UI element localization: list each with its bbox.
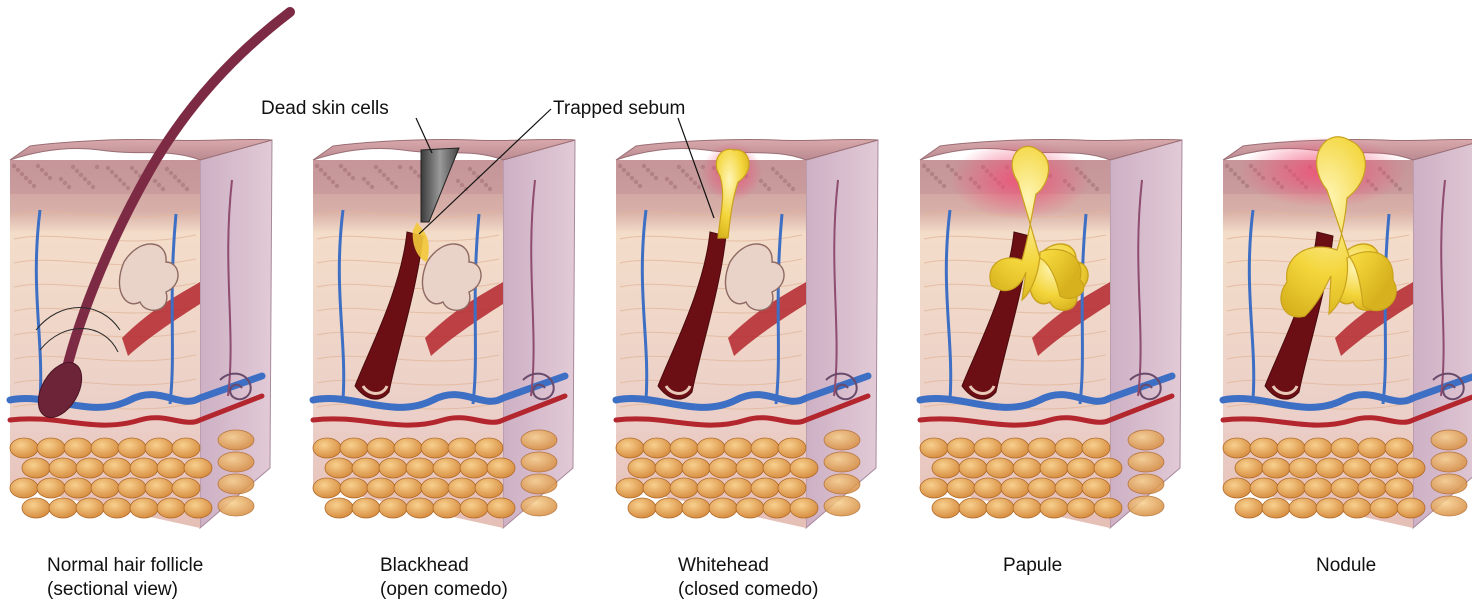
caption-nodule: Nodule [1316,554,1376,578]
skin-block-papule [920,139,1182,528]
caption-whitehead-line1: Whitehead [678,554,818,578]
epidermis-layer [10,160,200,194]
caption-papule-line1: Papule [1003,554,1062,578]
dead-skin-cells-label: Dead skin cells [261,98,389,120]
caption-normal-follicle: Normal hair follicle (sectional view) [47,554,203,602]
caption-papule: Papule [1003,554,1062,578]
epidermis-layer [313,160,503,194]
caption-normal-line2: (sectional view) [47,578,203,602]
caption-nodule-line1: Nodule [1316,554,1376,578]
caption-blackhead: Blackhead (open comedo) [380,554,508,602]
caption-whitehead: Whitehead (closed comedo) [678,554,818,602]
skin-block-blackhead [313,139,575,528]
caption-blackhead-line2: (open comedo) [380,578,508,602]
skin-block-whitehead [616,139,878,528]
skin-block-normal [10,12,290,528]
skin-block-nodule [1223,136,1472,528]
caption-whitehead-line2: (closed comedo) [678,578,818,602]
trapped-sebum-label: Trapped sebum [553,98,685,120]
caption-blackhead-line1: Blackhead [380,554,508,578]
caption-normal-line1: Normal hair follicle [47,554,203,578]
